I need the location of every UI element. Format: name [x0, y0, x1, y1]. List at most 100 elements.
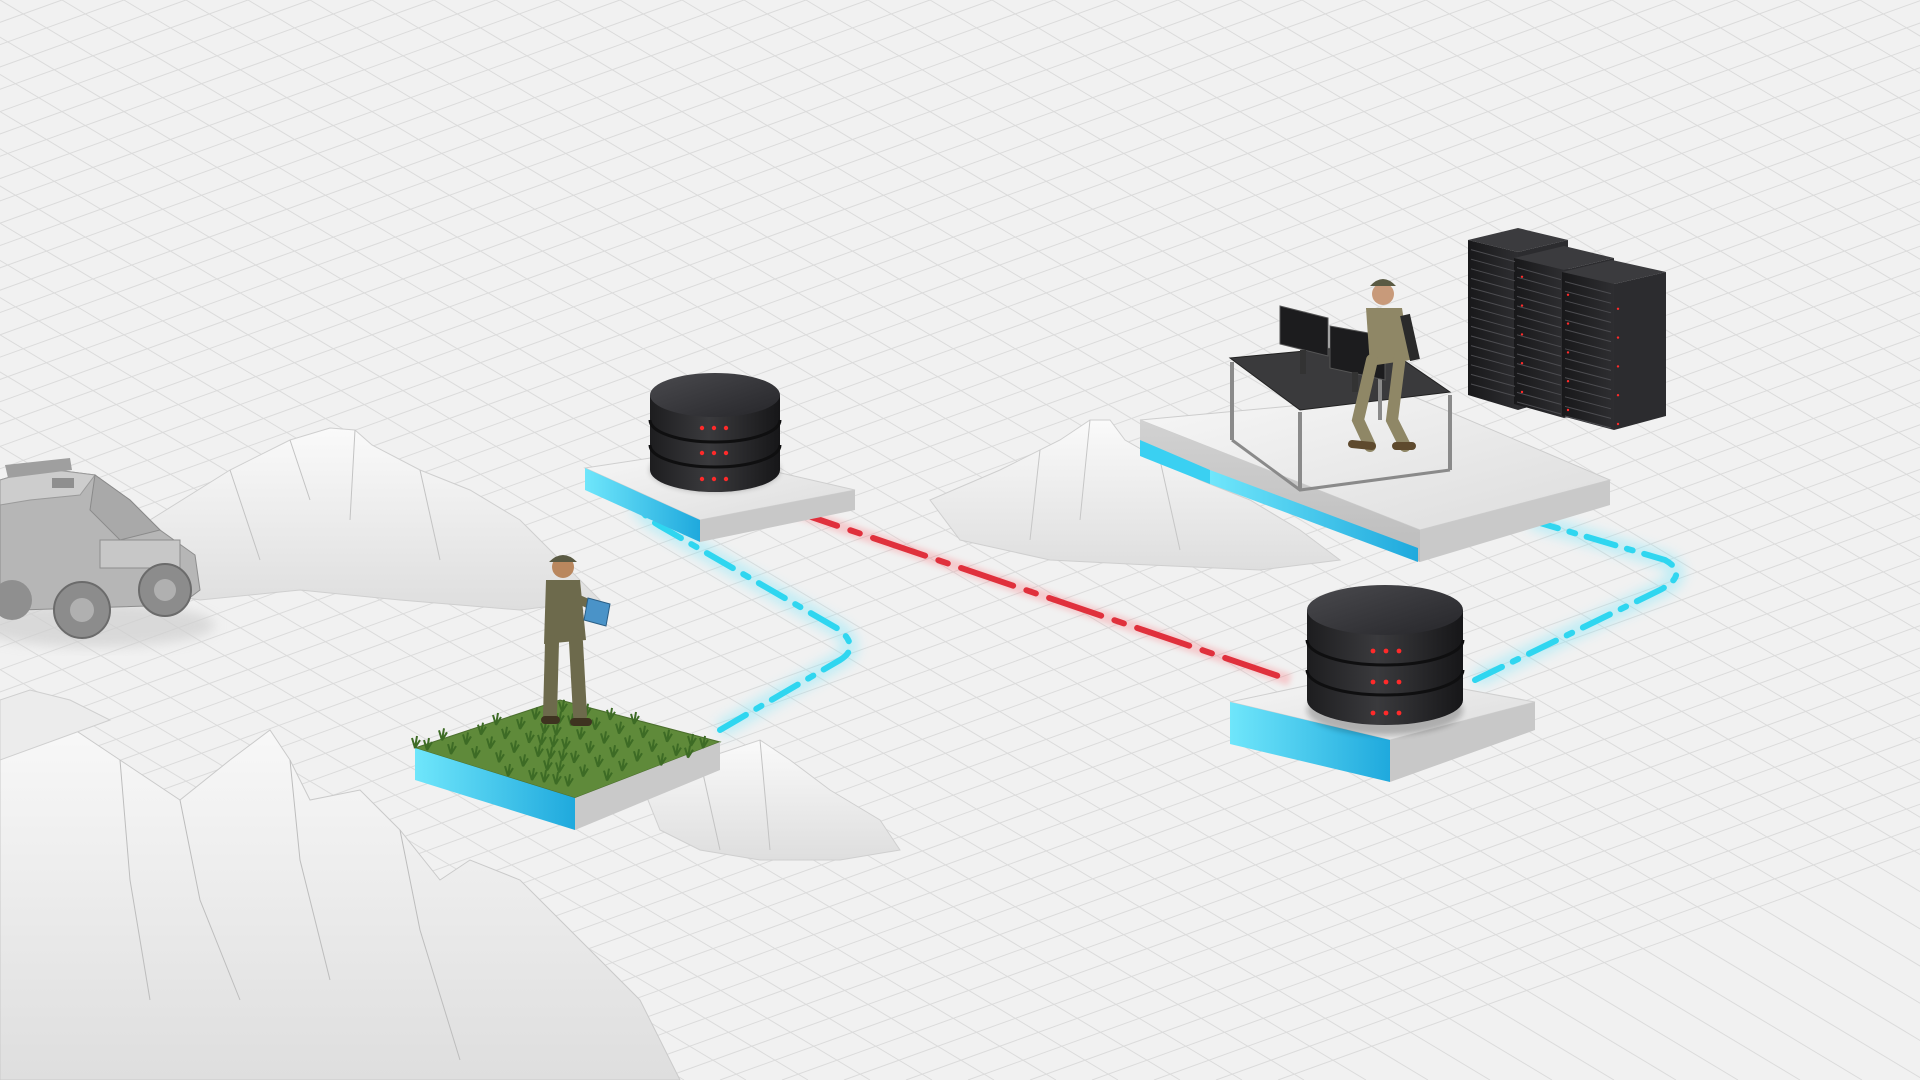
rack-slot — [1564, 300, 1612, 314]
grid-line — [1673, 0, 1920, 149]
grass-tuft — [531, 707, 541, 720]
rack-slot — [1564, 396, 1612, 410]
grass-tuft — [549, 734, 559, 748]
grid-line — [1177, 0, 1920, 446]
soldier-at-workstation-icon — [1348, 279, 1420, 452]
command-platform-edge-light — [1210, 470, 1418, 562]
grid-line — [929, 0, 1920, 595]
grid-line — [1115, 0, 1920, 483]
grass-tuft — [594, 754, 604, 768]
grass-tuft — [546, 746, 556, 760]
rack-led — [1566, 322, 1570, 325]
grid-line — [619, 0, 1920, 781]
grass-tuft — [423, 737, 433, 751]
grid-line — [0, 36, 1739, 1080]
terrain-center-ridge — [929, 419, 1342, 571]
grid-line — [843, 692, 1920, 1080]
grass-tuft — [510, 740, 520, 754]
grid-line — [967, 736, 1920, 1080]
grid-line — [0, 0, 683, 247]
grass-tuft — [555, 760, 565, 774]
rack-slot — [1564, 386, 1612, 400]
grid-line — [0, 111, 1615, 1080]
rack-slot — [1516, 363, 1562, 377]
grass-tuft — [540, 770, 550, 783]
grid-line — [1487, 0, 1920, 260]
database-node-right — [1229, 585, 1536, 782]
rack-led — [1520, 304, 1524, 307]
grass-tuft — [495, 750, 505, 763]
rack-slot — [1564, 415, 1612, 429]
grid-line — [0, 0, 745, 269]
grid-line — [1425, 0, 1920, 297]
database-server-icon — [1305, 585, 1465, 735]
grass-tuft — [516, 716, 526, 730]
rack-slot — [1470, 345, 1516, 359]
grid-line — [1239, 0, 1920, 409]
rack-slot — [1516, 276, 1562, 290]
rack-led — [1616, 422, 1620, 426]
rack-slot — [1516, 315, 1562, 329]
grid-line — [1153, 803, 1920, 1080]
grid-line — [0, 557, 871, 1080]
grid-line — [867, 0, 1920, 632]
grid-line — [1549, 0, 1920, 223]
grass-tuft — [684, 745, 694, 759]
grid-line — [1301, 0, 1920, 372]
grid-line — [0, 148, 1553, 1080]
rack-slot — [1470, 306, 1516, 320]
grid-line — [0, 0, 1117, 403]
grass-tuft — [552, 772, 562, 785]
rack-slot — [1564, 348, 1612, 362]
grass-tuft — [501, 726, 511, 740]
rack-slot — [1470, 383, 1516, 397]
rack-slot — [1470, 258, 1516, 272]
grid-line — [1611, 0, 1920, 186]
grass-tuft — [519, 754, 529, 767]
grid-line — [0, 0, 807, 291]
grass-tuft — [639, 725, 649, 739]
command-center-node — [1139, 228, 1666, 562]
grass-tuft — [600, 731, 610, 744]
grass-tuft — [630, 711, 640, 725]
rack-led — [1520, 390, 1524, 394]
grid-line — [433, 0, 1920, 893]
grid-line — [1363, 0, 1920, 335]
database-node-left — [583, 373, 856, 542]
rack-slot — [1470, 325, 1516, 339]
grid-line — [1053, 0, 1920, 521]
rack-led — [1616, 394, 1620, 397]
grass-tuft — [471, 746, 481, 759]
rack-slot — [1516, 286, 1562, 300]
rack-led — [1566, 380, 1570, 383]
rack-slot — [1564, 357, 1612, 371]
rack-slot — [1564, 329, 1612, 343]
grid-line — [409, 535, 1920, 1080]
armored-vehicle-icon — [0, 458, 215, 647]
grass-tuft — [585, 740, 595, 754]
grid-line — [0, 0, 869, 314]
rack-slot — [1516, 267, 1562, 281]
grass-tuft — [606, 707, 616, 721]
grass-tuft — [486, 736, 496, 750]
grass-tuft — [543, 758, 553, 771]
rack-slot — [1516, 391, 1562, 405]
grass-tuft — [609, 744, 619, 758]
grass-tuft — [447, 741, 457, 755]
grid-line — [657, 625, 1920, 1080]
grass-tuft — [624, 735, 634, 748]
soldier-with-tablet-icon — [541, 555, 611, 726]
grid-line — [805, 0, 1920, 669]
rack-slot — [1516, 324, 1562, 338]
grid-line — [0, 0, 1365, 492]
grass-tuft — [438, 728, 448, 741]
rack-slot — [1470, 373, 1516, 387]
grass-tuft — [504, 763, 514, 777]
grid-line — [0, 0, 559, 202]
grass-tuft — [648, 739, 658, 753]
rack-slot — [1564, 338, 1612, 352]
